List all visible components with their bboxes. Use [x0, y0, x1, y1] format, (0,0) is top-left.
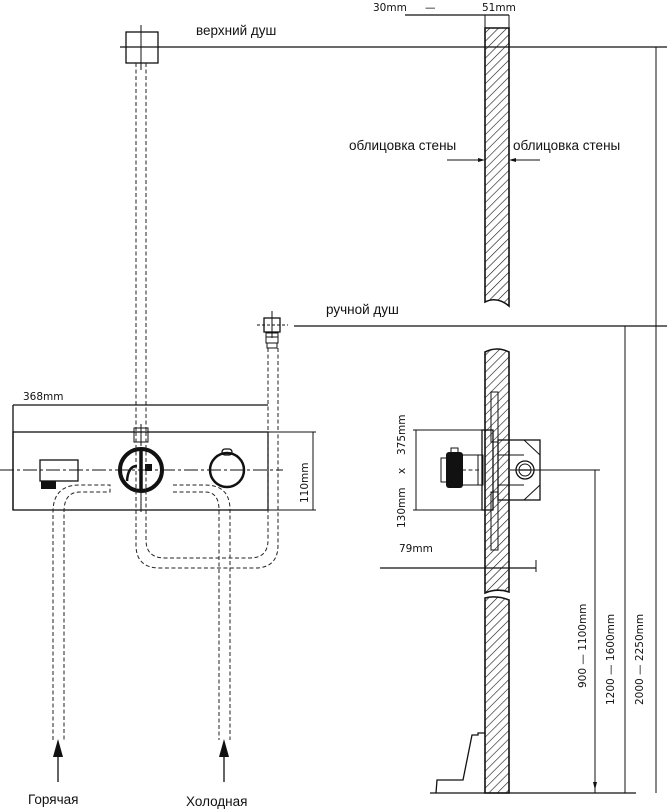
side-section: 30mm — 51mm облицовка стены облицовка ст…: [349, 2, 657, 794]
cold-inflow-arrow-icon: [219, 739, 229, 782]
wall-segment-middle: [484, 348, 510, 595]
hand-shower-outlet-icon: [257, 311, 288, 349]
spout-icon: [39, 459, 79, 489]
mixer-height-arrow-icon: [593, 782, 597, 790]
cold-water-pipe: [173, 484, 231, 740]
hot-inflow-arrow-icon: [53, 739, 63, 782]
thermostat-knob-icon: [208, 448, 246, 489]
top-shower-height-label: 2000 — 2250mm: [634, 614, 646, 705]
diverter-knob-icon: [118, 424, 164, 512]
concealed-box: [461, 391, 541, 551]
wall-finish-left-label: облицовка стены: [349, 138, 456, 153]
cold-water-label: Холодная: [186, 794, 247, 809]
hand-shower-height-label: 1200 — 1600mm: [605, 614, 617, 705]
box-x-label: x: [396, 468, 408, 474]
box-depth-label: 79mm: [399, 543, 433, 555]
hot-water-pipe: [52, 484, 111, 740]
wall-thickness-max-label: 51mm: [482, 2, 516, 14]
box-valve-icon: [515, 460, 535, 480]
panel-width-label: 368mm: [23, 391, 64, 403]
box-height-label: 130mm: [396, 488, 408, 529]
box-width-label: 375mm: [396, 415, 408, 456]
side-knob-icon: [440, 447, 463, 488]
wall-segment-lower: [484, 596, 510, 794]
wall-finish-right-arrow-icon: [509, 158, 516, 162]
hot-water-label: Горячая: [28, 792, 78, 807]
front-view: верхний душ ручной душ 368mm 110mm: [0, 23, 667, 809]
top-shower-loop-outer: [135, 432, 279, 569]
wall-finish-right-label: облицовка стены: [513, 138, 620, 153]
wall-thickness-sep: —: [425, 2, 436, 14]
panel-height-label: 110mm: [299, 463, 311, 504]
top-shower-loop-inner: [145, 432, 269, 559]
top-shower-label: верхний душ: [196, 23, 276, 38]
mixer-height-label: 900 — 1100mm: [577, 604, 589, 688]
cold-water-pipe-edge: [173, 491, 220, 740]
wall-segment-upper: [484, 27, 510, 308]
wall-finish-left-arrow-icon: [478, 158, 485, 162]
hand-shower-label: ручной душ: [326, 302, 399, 317]
bath-outline: [435, 732, 485, 794]
wall-thickness-min-label: 30mm: [373, 2, 407, 14]
